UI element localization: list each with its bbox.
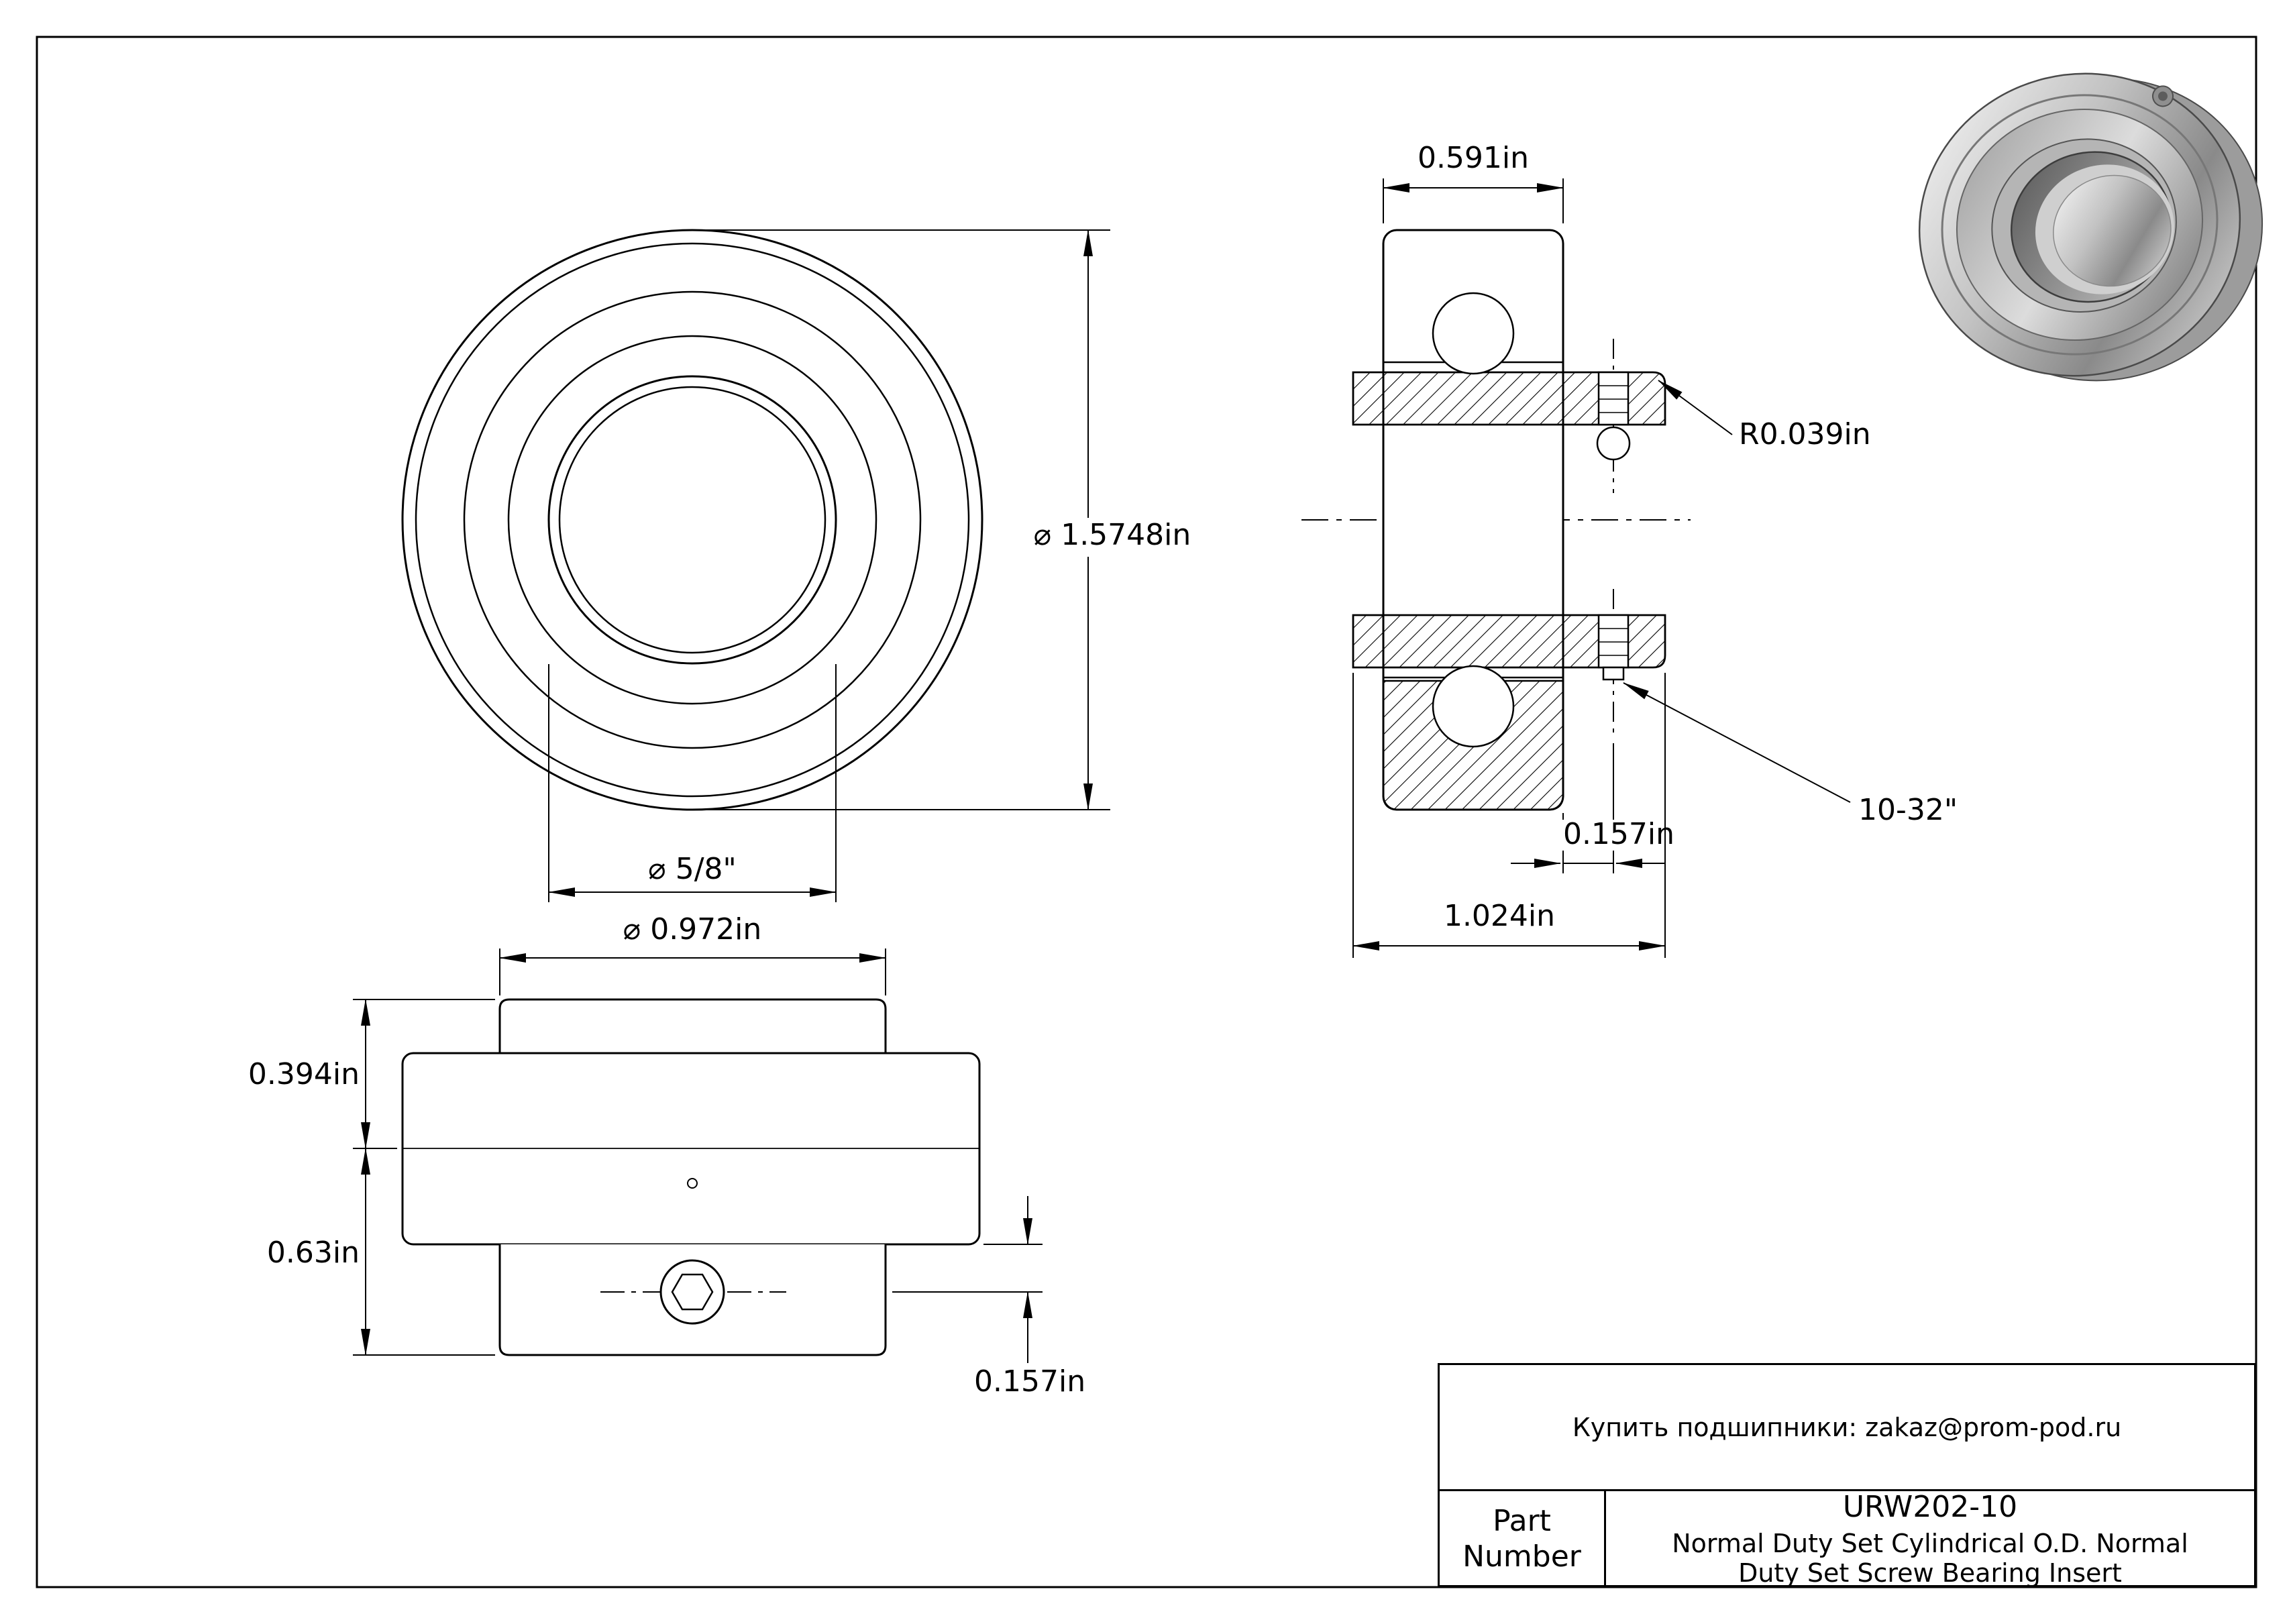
set-screw-end [1602,666,1625,681]
part-number-value: URW202-10 [1842,1490,2018,1525]
lube-hole [687,1178,698,1189]
set-screw-tip [1596,426,1631,461]
inner-ring-top-profile [498,998,887,1053]
leader-line [1658,380,1733,435]
set-screw-top [1597,371,1630,426]
dim-set-screw-thread-label: 10-32" [1858,793,1958,827]
dim-total-width-label: 1.024in [1444,899,1555,933]
dim-set-screw-offset: 0.157in [1511,743,1677,873]
outer-ring-edge-circle [415,242,970,798]
dim-bottom-width: 0.63in [267,1148,495,1356]
dimension-text-background [1028,518,1197,557]
bearing-3d-seal-groove [1941,94,2219,356]
dim-screw-offset-label: 0.157in [974,1364,1085,1399]
front-view: ⌀ 1.5748in ⌀ 5/8" [401,229,1197,902]
dim-outer-ring-width: 0.591in [1383,141,1564,223]
side-view: ⌀ 0.972in 0.394in 0.63in 0.157in [248,912,1085,1399]
dim-set-screw-offset-label: 0.157in [1563,817,1674,851]
set-screw-bottom [1597,614,1630,669]
section-view: R0.039in 10-32" 0.591in 0.157in [1301,141,1958,958]
dim-bottom-width-label: 0.63in [267,1236,360,1270]
bearing-3d-bore-highlight [2053,174,2172,287]
contact-text: Купить подшипники: zakaz@prom-pod.ru [1572,1412,2122,1442]
inner-ring-bottom-wall [1352,614,1666,669]
set-screw-face [659,1259,725,1325]
part-number-cell: URW202-10 Normal Duty Set Cylindrical O.… [1606,1490,2254,1588]
title-block-part-row: Part Number URW202-10 Normal Duty Set Cy… [1440,1490,2254,1588]
bearing-3d-illustration [1918,72,2263,382]
leader-line [1623,682,1851,803]
dim-fillet-radius: R0.039in [1658,380,1871,451]
dimension-text-background [1562,820,1677,851]
outer-ring-od-circle [401,229,983,811]
inner-ring-top-wall [1352,371,1666,426]
dim-inner-ring-od: ⌀ 0.972in [499,912,886,995]
dim-total-width: 1.024in [1352,673,1666,958]
part-number-label: Part Number [1440,1491,1606,1587]
dim-outer-diameter: ⌀ 1.5748in [704,229,1197,810]
part-description: Normal Duty Set Cylindrical O.D. Normal … [1672,1529,2188,1588]
seal-circle [463,290,922,749]
bore-chamfer-circle [558,386,826,654]
sheet-border [36,36,2257,1588]
dim-fillet-radius-label: R0.039in [1739,417,1871,451]
dim-bore-diameter: ⌀ 5/8" [548,664,837,902]
hex-socket [671,1273,714,1311]
dim-bore-diameter-label: ⌀ 5/8" [648,852,737,886]
dim-outer-diameter-label: ⌀ 1.5748in [1034,518,1191,552]
dim-set-screw-thread: 10-32" [1623,682,1958,827]
bore-circle [547,375,837,665]
dim-top-width: 0.394in [248,999,495,1149]
inner-ring-circle [507,335,877,705]
ball-top [1432,292,1515,375]
dim-outer-ring-width-label: 0.591in [1418,141,1529,175]
dim-screw-offset: 0.157in [892,1196,1085,1399]
title-block: Купить подшипники: zakaz@prom-pod.ru Par… [1438,1363,2256,1588]
title-block-contact-row: Купить подшипники: zakaz@prom-pod.ru [1440,1365,2254,1491]
bearing-3d-set-screw-socket [2157,91,2168,101]
dim-top-width-label: 0.394in [248,1057,360,1091]
dim-inner-ring-od-label: ⌀ 0.972in [623,912,762,946]
ball-bottom [1432,665,1515,748]
